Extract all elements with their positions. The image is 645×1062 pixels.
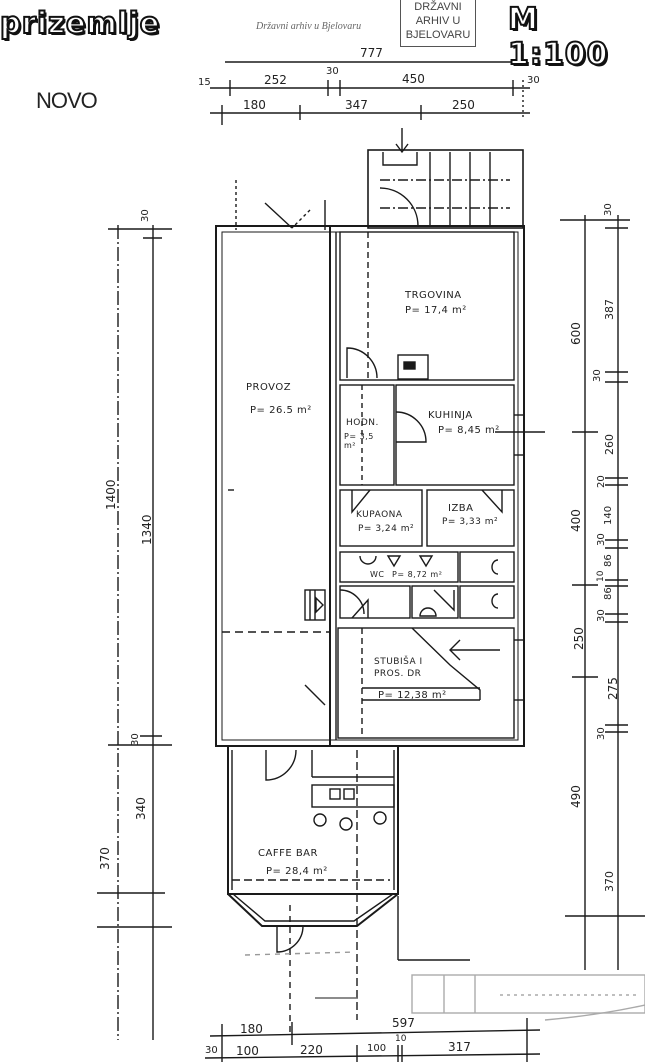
- drawing-subtitle: NOVO: [36, 88, 98, 113]
- dim-right-inner-10: 30: [596, 609, 607, 622]
- dim-right-inner-13: 370: [603, 871, 616, 892]
- room-trgovina-area: P= 17,4 m²: [405, 305, 467, 316]
- dim-top-r2-0: 180: [243, 98, 266, 112]
- dim-bottom-r2-2: 220: [300, 1043, 323, 1057]
- room-izba-name: IZBA: [448, 503, 474, 514]
- dim-left-inner-1: 1340: [140, 514, 154, 545]
- stamp-line-1: DRŽAVNI: [414, 1, 462, 13]
- dim-right-inner-8: 10: [596, 570, 606, 582]
- room-wc-area: P= 8,72 m²: [392, 570, 443, 579]
- room-provoz-name: PROVOZ: [246, 382, 292, 393]
- dim-right-inner-2: 30: [592, 369, 603, 382]
- dim-right-outer-0: 600: [569, 322, 583, 345]
- dim-right-outer-3: 275: [606, 677, 620, 700]
- dim-right-outer-4: 490: [569, 785, 583, 808]
- stamp-line-2: ARHIV U: [415, 15, 461, 27]
- archive-line: Državni arhiv u Bjelovaru: [256, 21, 362, 32]
- room-hodnik-name: HODN.: [346, 418, 379, 428]
- dim-left-outer-0: 1400: [104, 479, 118, 510]
- room-kupaona-area: P= 3,24 m²: [358, 524, 415, 534]
- stamp-line-3: BJELOVARU: [405, 29, 471, 41]
- dim-top-r1-3: 450: [402, 72, 425, 86]
- dim-bottom-r1-1: 597: [392, 1016, 415, 1030]
- dim-right-inner-7: 86: [603, 554, 614, 567]
- room-provoz-area: P= 26.5 m²: [250, 405, 312, 416]
- dim-bottom-r2-1: 100: [236, 1044, 259, 1058]
- room-trgovina-name: TRGOVINA: [405, 290, 462, 301]
- dim-right-outer-1: 400: [569, 509, 583, 532]
- room-caffe-bar-area: P= 28,4 m²: [266, 866, 328, 877]
- room-kuhinja-name: KUHINJA: [428, 410, 473, 421]
- dim-right-inner-9: 86: [603, 587, 614, 600]
- dim-top-r2-2: 250: [452, 98, 475, 112]
- dim-left-outer-1: 370: [98, 847, 112, 870]
- dim-bottom-r2-0: 30: [205, 1045, 218, 1056]
- dim-top-r2-1: 347: [345, 98, 368, 112]
- dim-bottom-r1-0: 180: [240, 1022, 263, 1036]
- dim-bottom-r2-3: 100: [367, 1043, 387, 1054]
- dim-top-r1-1: 252: [264, 73, 287, 87]
- room-hodnik-area: P= 3,5 m²: [344, 432, 374, 450]
- dim-bottom-r2-5: 317: [448, 1040, 471, 1054]
- dim-top-r1-2: 30: [326, 66, 339, 77]
- room-izba-area: P= 3,33 m²: [442, 517, 499, 527]
- room-kuhinja-area: P= 8,45 m²: [438, 425, 500, 436]
- dim-bottom-r2-4: 10: [395, 1034, 407, 1044]
- dim-right-inner-12: 30: [596, 727, 607, 740]
- dim-left-inner-3: 340: [134, 797, 148, 820]
- room-stubiste-name: STUBIŠA I PROS. DR: [374, 657, 423, 679]
- dim-right-inner-4: 20: [596, 475, 607, 488]
- dim-right-outer-2: 250: [572, 627, 586, 650]
- dim-top-r1-4: 30: [527, 75, 540, 86]
- dim-left-inner-0: 30: [140, 209, 151, 222]
- room-wc-name: WC: [370, 570, 385, 579]
- dim-top-r1-0: 15: [198, 77, 211, 88]
- dim-right-inner-6: 30: [596, 533, 607, 546]
- room-caffe-bar-name: CAFFE BAR: [258, 848, 318, 859]
- room-stubiste-area: P= 12,38 m²: [378, 690, 447, 701]
- dim-right-inner-3: 260: [603, 434, 616, 455]
- dim-right-inner-5: 140: [603, 505, 614, 525]
- dim-top-total: 777: [360, 46, 383, 60]
- floor-title: prizemlje: [0, 5, 161, 41]
- scale-label: M 1:100: [507, 1, 609, 73]
- room-kupaona-name: KUPAONA: [356, 510, 403, 520]
- dim-left-inner-2: 30: [130, 733, 141, 746]
- dim-right-inner-0: 30: [603, 203, 614, 216]
- archive-stamp: DRŽAVNI ARHIV U BJELOVARU: [400, 0, 476, 47]
- dim-right-inner-1: 387: [603, 299, 616, 320]
